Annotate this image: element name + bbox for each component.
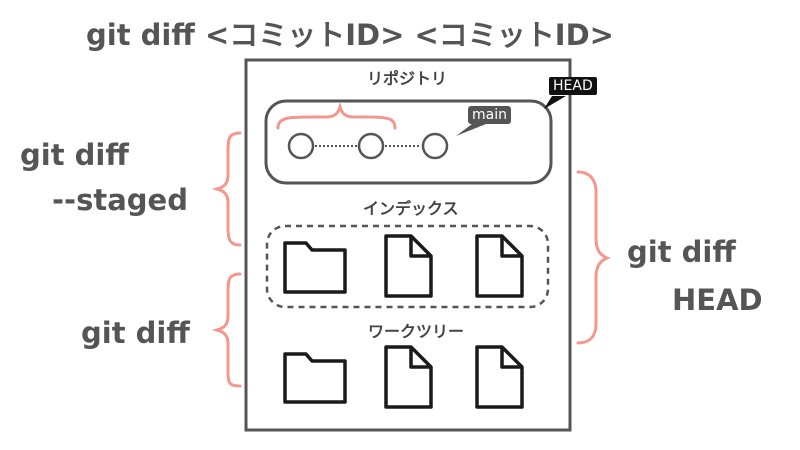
head-command-line2: HEAD <box>672 283 763 317</box>
worktree-label: ワークツリー <box>368 322 465 341</box>
commits-brace <box>276 101 397 130</box>
commit-node <box>357 132 385 160</box>
head-brace <box>576 170 611 345</box>
head-command-line1: git diff <box>627 235 736 269</box>
worktree-folder-icon <box>283 352 347 404</box>
staged-command-line2: --staged <box>52 183 188 217</box>
worktree-file-icon <box>384 345 433 409</box>
page-title: git diff <コミットID> <コミットID> <box>86 18 614 52</box>
main-pointer <box>456 124 486 136</box>
worktree-command: git diff <box>81 316 190 350</box>
head-pointer <box>544 96 566 109</box>
commit-node <box>421 132 449 160</box>
index-folder-icon <box>283 241 347 294</box>
worktree-brace <box>211 272 242 388</box>
commit-graph <box>287 132 449 160</box>
index-label: インデックス <box>363 199 459 218</box>
worktree-file-icon <box>475 345 524 409</box>
index-file-icon <box>384 234 433 298</box>
staged-brace <box>211 131 242 247</box>
staged-command-line1: git diff <box>20 138 129 172</box>
repository-label: リポジトリ <box>367 69 448 88</box>
commit-node <box>287 132 315 160</box>
head-tag: HEAD <box>549 77 597 95</box>
index-file-icon <box>475 234 524 298</box>
outer-frame <box>244 58 572 432</box>
repository-box <box>264 99 553 185</box>
branch-tag: main <box>468 106 511 124</box>
index-box <box>265 224 550 309</box>
